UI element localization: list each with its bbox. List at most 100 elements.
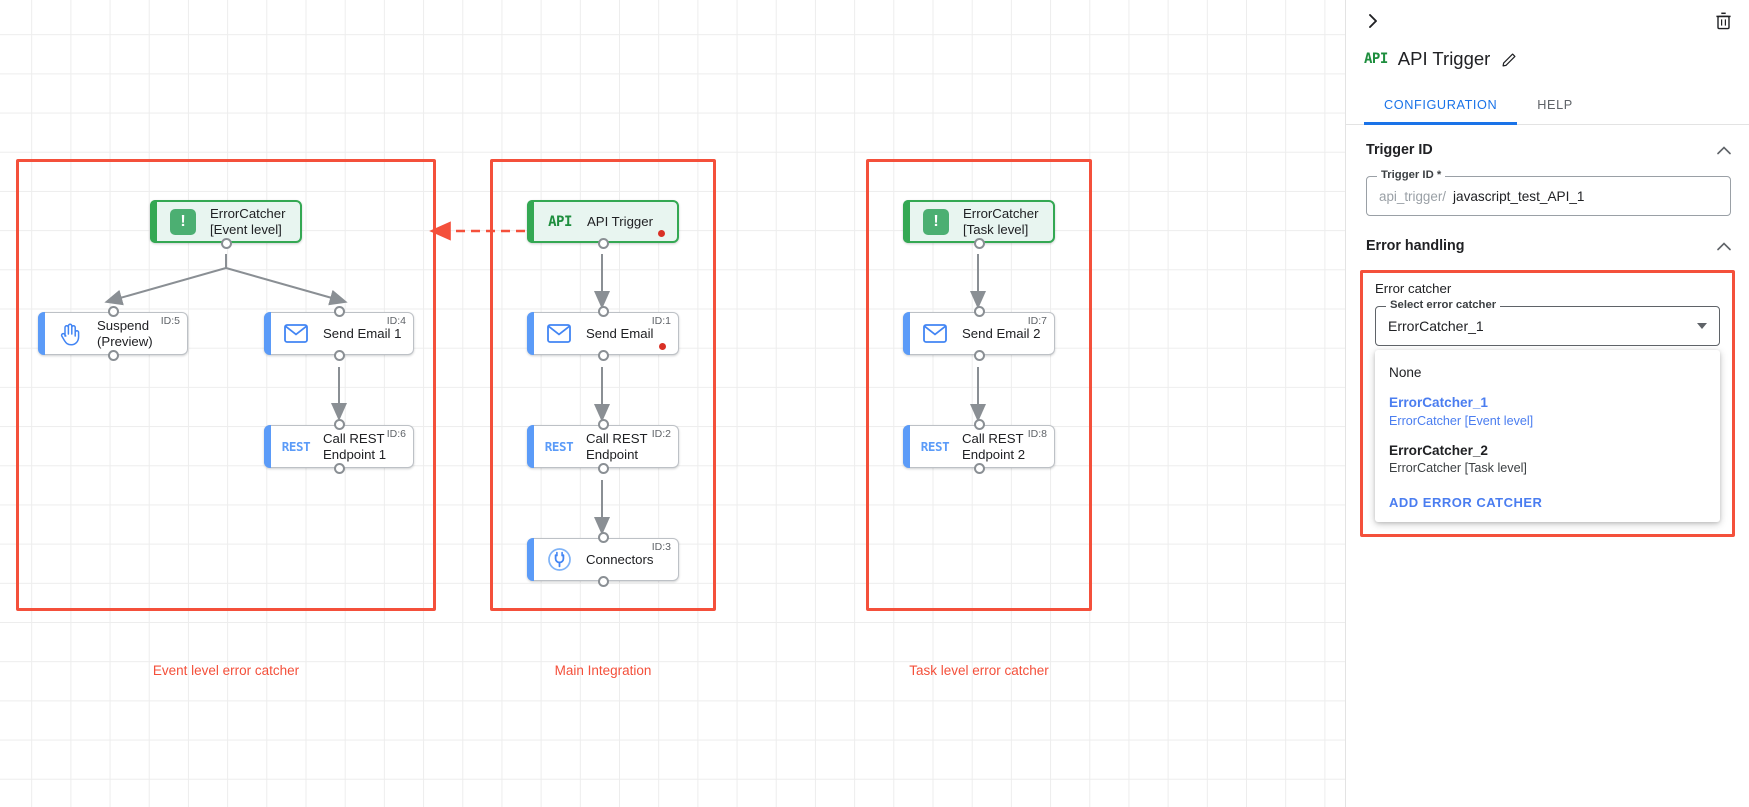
node-title: API Trigger xyxy=(587,213,653,229)
group-box xyxy=(16,159,436,611)
node-error-dot xyxy=(658,230,665,237)
node-output-port[interactable] xyxy=(597,576,609,587)
node-title: ErrorCatcher [Task level] xyxy=(963,205,1039,237)
node-input-port[interactable] xyxy=(333,419,345,430)
node-output-port[interactable] xyxy=(597,238,609,249)
n-errorcatcher-event[interactable]: !ErrorCatcher [Event level] xyxy=(150,200,302,243)
node-accent-bar xyxy=(264,425,271,468)
panel-tabs[interactable]: CONFIGURATION HELP xyxy=(1346,89,1749,125)
node-output-port[interactable] xyxy=(220,238,232,249)
chevron-right-icon[interactable] xyxy=(1360,8,1386,34)
group-label: Task level error catcher xyxy=(909,663,1049,678)
node-id-label: ID:6 xyxy=(386,428,406,440)
node-output-port[interactable] xyxy=(333,463,345,474)
node-title: Send Email xyxy=(586,325,654,341)
group-box xyxy=(490,159,716,611)
node-title: Call REST Endpoint 2 xyxy=(962,430,1026,462)
node-output-port[interactable] xyxy=(973,238,985,249)
node-input-port[interactable] xyxy=(597,419,609,430)
mail-icon xyxy=(284,324,308,343)
rest-icon: REST xyxy=(920,439,950,454)
node-accent-bar xyxy=(38,312,45,355)
node-title: Connectors xyxy=(586,551,654,567)
menu-item-sublabel: ErrorCatcher [Task level] xyxy=(1389,461,1527,476)
tab-configuration[interactable]: CONFIGURATION xyxy=(1364,89,1518,125)
rest-icon: REST xyxy=(544,439,574,454)
select-error-catcher-value: ErrorCatcher_1 xyxy=(1388,318,1484,334)
api-icon: API xyxy=(1364,51,1388,67)
node-input-port[interactable] xyxy=(597,532,609,543)
n-suspend[interactable]: Suspend (Preview)ID:5 xyxy=(38,312,188,355)
node-output-port[interactable] xyxy=(597,350,609,361)
node-input-port[interactable] xyxy=(973,306,985,317)
alert-green-icon: ! xyxy=(923,208,949,235)
node-accent-bar xyxy=(527,425,534,468)
node-output-port[interactable] xyxy=(597,463,609,474)
select-error-catcher[interactable]: Select error catcher ErrorCatcher_1 xyxy=(1375,299,1720,346)
group-label: Event level error catcher xyxy=(152,663,300,678)
error-catcher-label: Error catcher xyxy=(1375,281,1452,296)
group-box xyxy=(866,159,1092,611)
mail-icon xyxy=(547,324,571,343)
node-accent-bar xyxy=(150,200,157,243)
properties-panel: API API Trigger CONFIGURATION HELP Trigge… xyxy=(1345,0,1749,807)
trash-icon[interactable] xyxy=(1711,9,1735,33)
hand-icon xyxy=(60,323,80,345)
alert-green-icon: ! xyxy=(170,208,196,235)
node-id-label: ID:8 xyxy=(1027,428,1047,440)
node-output-port[interactable] xyxy=(107,350,119,361)
workflow-canvas[interactable]: Event level error catcher Main Integratio… xyxy=(0,0,1345,807)
menu-item-label: None xyxy=(1389,365,1422,380)
error-catcher-block: Error catcher Select error catcher Error… xyxy=(1360,270,1735,538)
trigger-id-legend: Trigger ID * xyxy=(1377,169,1446,181)
node-title: Send Email 2 xyxy=(962,325,1041,341)
error-handling-heading: Error handling xyxy=(1366,238,1465,254)
connectors-icon xyxy=(547,548,571,571)
group-label: Main Integration xyxy=(554,663,652,678)
menu-item-sublabel: ErrorCatcher [Event level] xyxy=(1389,413,1534,428)
node-accent-bar xyxy=(527,538,534,581)
trigger-id-section-header[interactable]: Trigger ID xyxy=(1346,125,1749,168)
node-input-port[interactable] xyxy=(597,306,609,317)
node-title: Call REST Endpoint xyxy=(586,430,648,462)
error-handling-section-header[interactable]: Error handling xyxy=(1346,216,1749,264)
node-input-port[interactable] xyxy=(107,306,119,317)
menu-item-label: ErrorCatcher_2 xyxy=(1389,442,1488,458)
node-accent-bar xyxy=(903,200,910,243)
node-title: Call REST Endpoint 1 xyxy=(323,430,387,462)
node-input-port[interactable] xyxy=(333,306,345,317)
panel-header: API API Trigger xyxy=(1346,42,1749,76)
chevron-up-icon[interactable] xyxy=(1717,239,1731,254)
trigger-id-input[interactable]: Trigger ID * api_trigger/ javascript_tes… xyxy=(1366,169,1731,216)
chevron-down-icon[interactable] xyxy=(1697,323,1707,329)
tab-help[interactable]: HELP xyxy=(1537,98,1573,112)
add-error-catcher-button[interactable]: ADD ERROR CATCHER xyxy=(1389,495,1543,511)
node-accent-bar xyxy=(527,312,534,355)
node-output-port[interactable] xyxy=(973,463,985,474)
n-errorcatcher-task[interactable]: ! ErrorCatcher [Task level] xyxy=(903,200,1055,243)
pencil-icon[interactable] xyxy=(1500,49,1520,69)
menu-item[interactable]: None xyxy=(1375,358,1720,388)
chevron-up-icon[interactable] xyxy=(1717,143,1731,158)
node-accent-bar xyxy=(527,200,534,243)
node-output-port[interactable] xyxy=(333,350,345,361)
mail-icon xyxy=(923,324,947,343)
node-id-label: ID:3 xyxy=(651,541,671,553)
node-title: Send Email 1 xyxy=(323,325,402,341)
node-output-port[interactable] xyxy=(973,350,985,361)
node-id-label: ID:7 xyxy=(1027,315,1047,327)
rest-icon: REST xyxy=(281,439,311,454)
node-accent-bar xyxy=(903,425,910,468)
node-input-port[interactable] xyxy=(973,419,985,430)
